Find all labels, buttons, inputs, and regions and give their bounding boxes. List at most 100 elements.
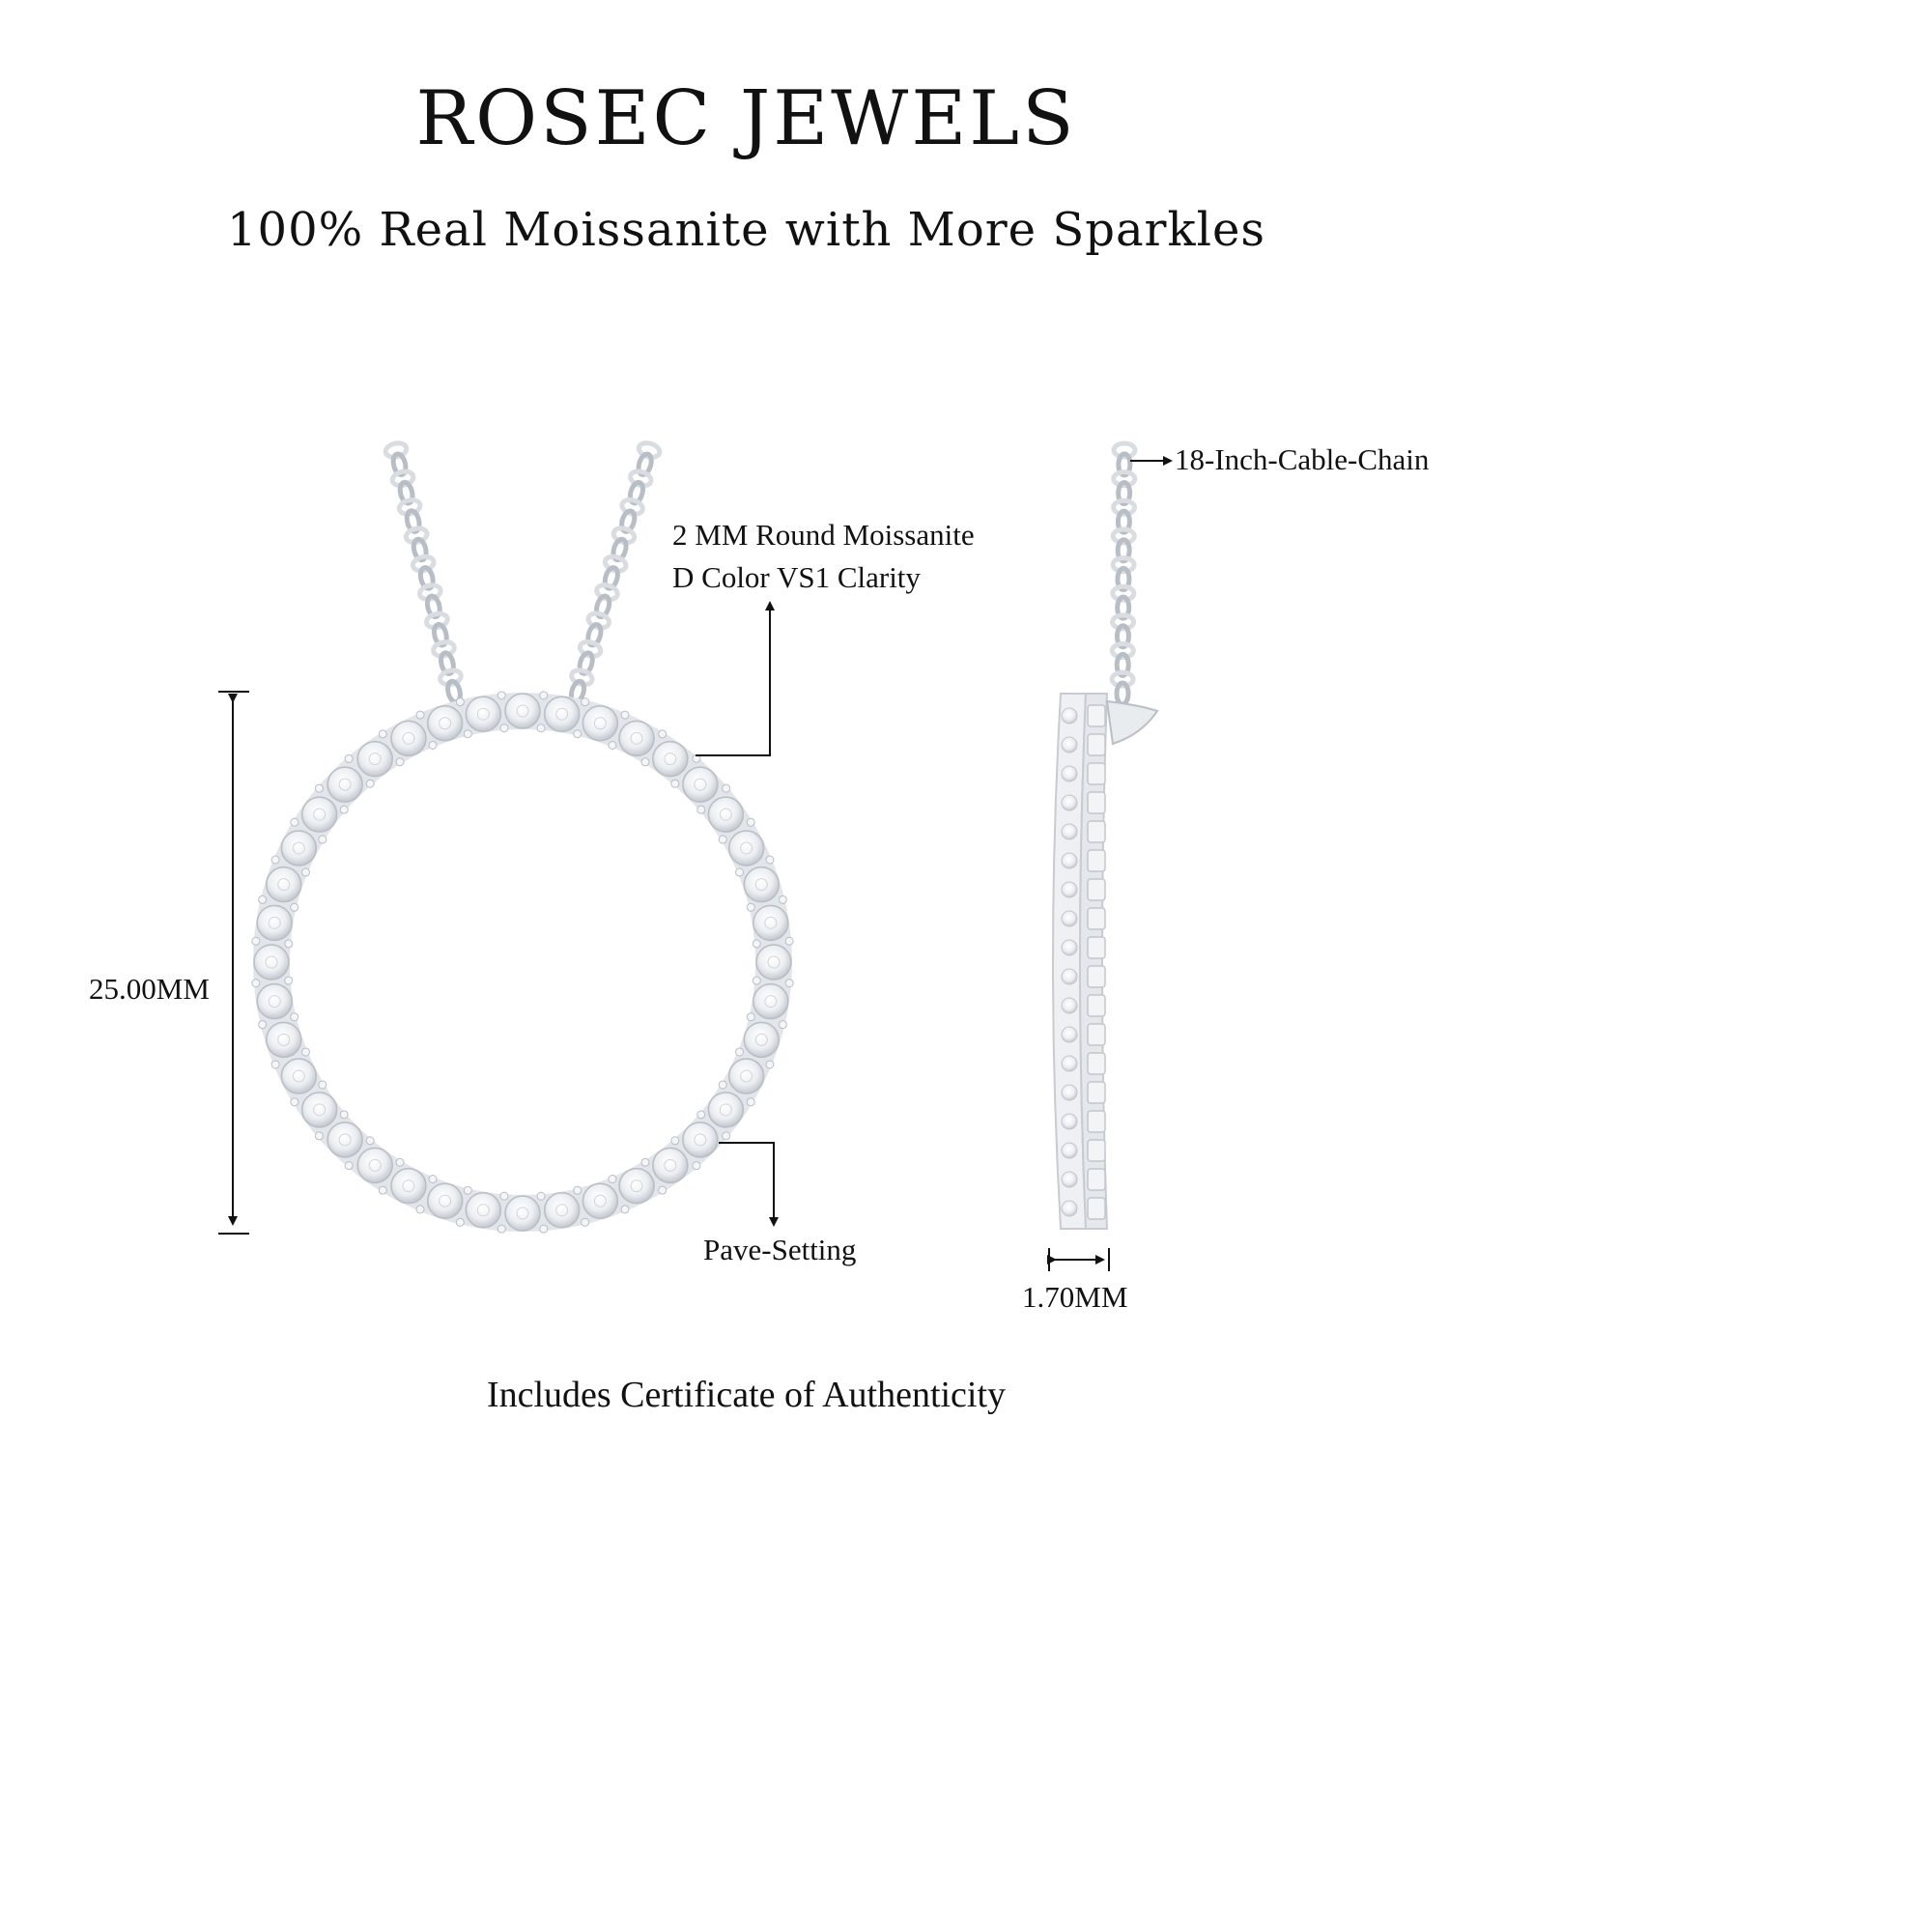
- prong: [1087, 907, 1106, 930]
- side-stone: [1061, 881, 1078, 898]
- moissanite-stone: [256, 904, 293, 942]
- chain-link: [397, 479, 415, 506]
- chain-link: [1116, 451, 1133, 478]
- chain-link: [1114, 623, 1131, 650]
- moissanite-stone: [727, 1058, 765, 1094]
- prong: [1087, 994, 1106, 1017]
- chain-link: [439, 650, 456, 676]
- width-label: 1.70MM: [1022, 1280, 1128, 1314]
- side-stone: [1061, 1055, 1078, 1072]
- moissanite-stone: [390, 1167, 427, 1205]
- chain-link: [1115, 537, 1132, 564]
- chain-link: [602, 554, 629, 574]
- moissanite-stone: [265, 866, 302, 903]
- tagline: 100% Real Moissanite with More Sparkles: [227, 203, 1265, 257]
- side-stone: [1061, 1026, 1078, 1043]
- moissanite-stone: [582, 704, 619, 742]
- brand-title: ROSEC JEWELS: [415, 75, 1077, 162]
- moissanite-stone: [280, 830, 318, 867]
- height-dimension: [218, 691, 249, 1235]
- circle-pendant-front: [251, 691, 794, 1234]
- chain-link: [1110, 526, 1137, 546]
- moissanite-stone: [327, 766, 363, 803]
- prong: [1087, 1139, 1106, 1162]
- chain-link: [431, 639, 457, 659]
- chain-link: [1110, 583, 1137, 603]
- chain-link: [416, 582, 443, 602]
- stone-spec-line2: D Color VS1 Clarity: [672, 560, 921, 594]
- chain-link: [390, 451, 409, 477]
- prong: [1087, 762, 1106, 785]
- moissanite-stone: [652, 1147, 689, 1184]
- side-stone: [1061, 997, 1078, 1014]
- moissanite-stone: [426, 704, 464, 742]
- moissanite-stone: [652, 740, 689, 778]
- moissanite-stone: [707, 796, 745, 833]
- chain-link: [619, 497, 645, 517]
- moissanite-stone: [300, 1092, 338, 1128]
- chain-link: [410, 554, 437, 574]
- prong: [1087, 1168, 1106, 1191]
- chain-link: [611, 526, 638, 546]
- chain-link: [1110, 555, 1137, 575]
- chain-link: [628, 469, 654, 489]
- chain-link: [424, 593, 442, 620]
- side-stone: [1061, 1200, 1078, 1217]
- moissanite-stone: [465, 696, 502, 732]
- chain-link: [636, 440, 663, 460]
- moissanite-stone: [280, 1058, 318, 1094]
- chain-link: [627, 479, 645, 506]
- moissanite-stone: [256, 982, 293, 1020]
- side-stone: [1061, 707, 1078, 724]
- moissanite-stone: [618, 1167, 655, 1205]
- moissanite-stone: [727, 830, 765, 867]
- prong: [1087, 878, 1106, 901]
- setting-label: Pave-Setting: [703, 1233, 857, 1266]
- side-stone: [1061, 794, 1078, 811]
- moissanite-stone: [582, 1182, 619, 1220]
- chain-link: [396, 497, 423, 517]
- moissanite-stone: [682, 1122, 719, 1158]
- chain-link: [1111, 497, 1138, 517]
- chain-link: [432, 621, 449, 648]
- chain-link: [577, 639, 604, 659]
- moissanite-stone: [465, 1192, 502, 1229]
- chain-link: [404, 508, 422, 534]
- moissanite-stone: [682, 766, 719, 803]
- prong: [1087, 1081, 1106, 1104]
- prong: [1087, 820, 1106, 843]
- chain-link: [438, 668, 464, 688]
- chain-link: [1115, 565, 1132, 592]
- side-stone: [1061, 1084, 1078, 1101]
- side-stone: [1061, 1142, 1078, 1159]
- moissanite-stone: [753, 904, 789, 942]
- side-stone: [1061, 1171, 1078, 1188]
- bail-icon: [1105, 699, 1159, 746]
- chain-link: [1114, 651, 1131, 678]
- side-stone: [1061, 968, 1078, 985]
- moissanite-stone: [543, 1192, 581, 1229]
- width-dimension: [1047, 1248, 1110, 1271]
- pave-callout-leader: [719, 1142, 779, 1227]
- certificate-note: Includes Certificate of Authenticity: [486, 1375, 1007, 1415]
- chain-link: [417, 565, 436, 591]
- chain-link: [1110, 612, 1137, 632]
- moissanite-stone: [504, 1195, 541, 1232]
- side-chain-strand: [1109, 440, 1138, 707]
- chain-link: [602, 565, 620, 591]
- chain-link: [577, 650, 595, 676]
- chain-link: [585, 621, 604, 648]
- chain-link: [1109, 641, 1136, 661]
- moissanite-stone: [504, 693, 541, 729]
- prong: [1087, 791, 1106, 814]
- prong: [1087, 704, 1106, 727]
- moissanite-stone: [743, 866, 781, 903]
- moissanite-stone: [755, 944, 792, 980]
- moissanite-stone: [743, 1021, 781, 1059]
- moissanite-stone: [253, 944, 290, 980]
- front-chain-strands: [383, 440, 663, 705]
- stone-callout-leader: [696, 601, 775, 756]
- pendant-side-view: [1052, 693, 1159, 1230]
- chain-link: [619, 508, 638, 534]
- chain-link: [1111, 440, 1138, 460]
